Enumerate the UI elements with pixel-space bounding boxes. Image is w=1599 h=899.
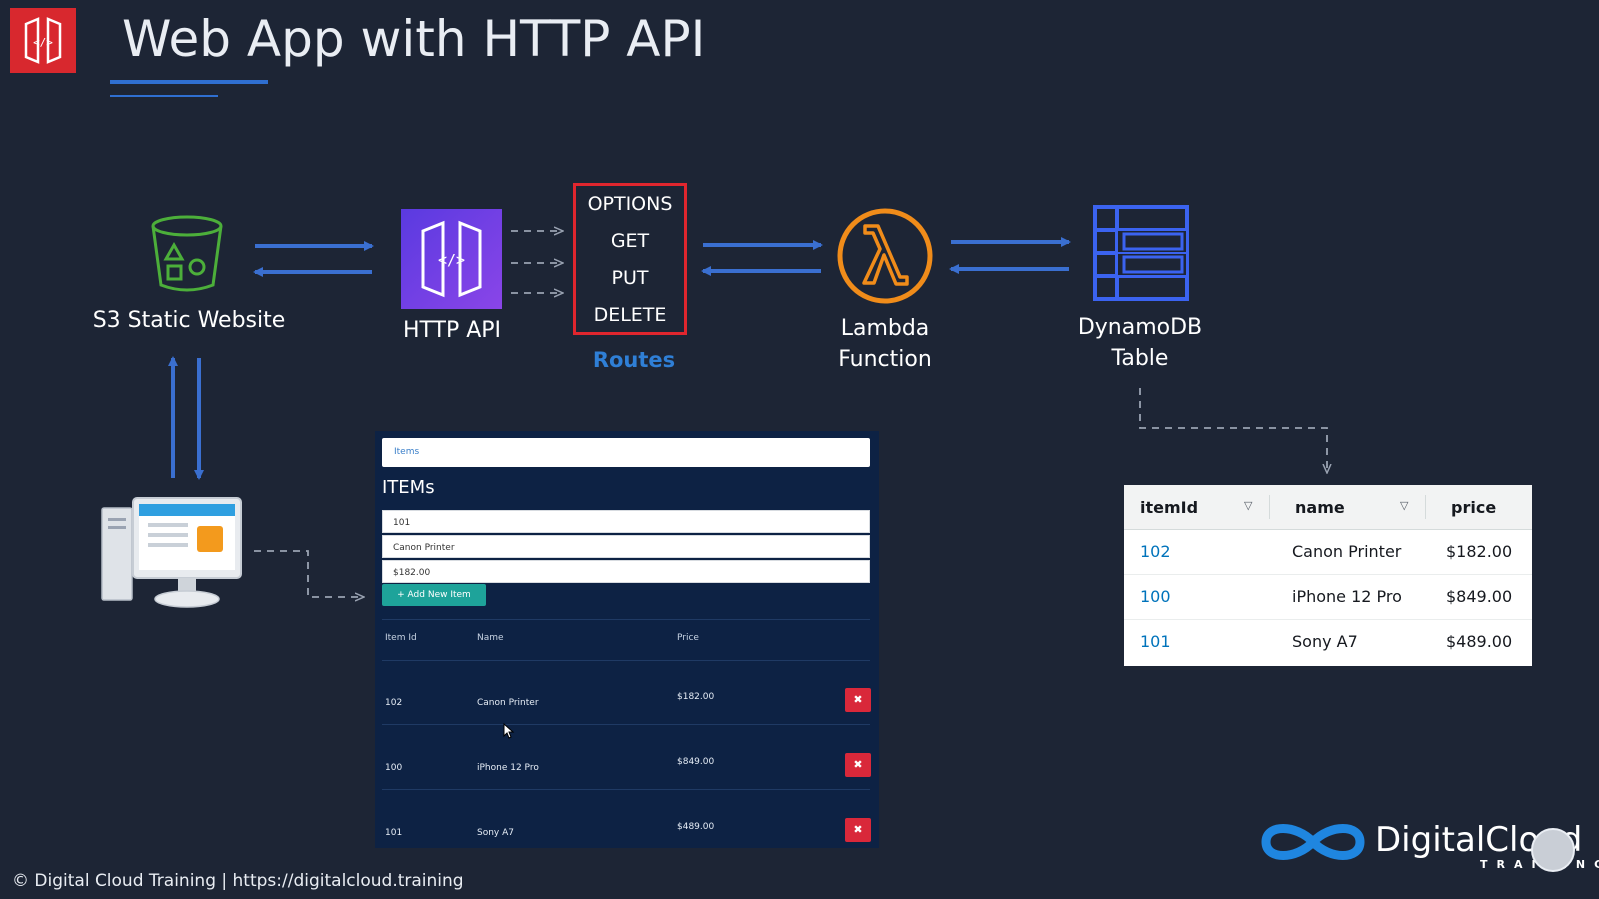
row-item-price: $182.00 xyxy=(677,692,715,702)
ddb-col-itemid[interactable]: itemId xyxy=(1140,498,1199,517)
ddb-name: Canon Printer xyxy=(1292,542,1402,561)
client-computer-icon xyxy=(101,497,242,608)
title-underline-short xyxy=(110,95,218,97)
ddb-row: 102 Canon Printer $182.00 xyxy=(1124,530,1532,575)
http-api-label: HTTP API xyxy=(402,318,502,343)
route-options: OPTIONS xyxy=(587,193,673,215)
api-gateway-icon: </> xyxy=(421,220,482,298)
slide-title: Web App with HTTP API xyxy=(122,10,706,68)
item-id-input[interactable]: 101 xyxy=(382,510,870,533)
row-item-id: 100 xyxy=(385,763,403,773)
delete-item-button[interactable]: ✖ xyxy=(845,818,871,842)
svg-text:</>: </> xyxy=(438,251,465,269)
row-item-name: iPhone 12 Pro xyxy=(477,763,539,773)
column-divider xyxy=(1269,495,1270,519)
col-price: Price xyxy=(677,633,699,643)
footer-copyright: © Digital Cloud Training | https://digit… xyxy=(12,871,464,891)
api-gateway-logo: </> xyxy=(10,8,76,73)
api-gateway-logo-icon: </> xyxy=(24,17,62,64)
routes-box: OPTIONS GET PUT DELETE xyxy=(573,183,687,335)
ddb-row: 101 Sony A7 $489.00 xyxy=(1124,620,1532,664)
svg-text:</>: </> xyxy=(33,36,53,49)
app-separator xyxy=(382,619,870,620)
s3-label: S3 Static Website xyxy=(92,308,286,333)
add-new-item-button[interactable]: + Add New Item xyxy=(382,584,486,606)
dynamodb-table-icon xyxy=(1093,205,1189,301)
ddb-name: Sony A7 xyxy=(1292,632,1358,651)
ddb-col-price[interactable]: price xyxy=(1451,498,1497,517)
row-item-id: 102 xyxy=(385,698,403,708)
ddb-row: 100 iPhone 12 Pro $849.00 xyxy=(1124,575,1532,620)
delete-item-button[interactable]: ✖ xyxy=(845,753,871,777)
app-heading: ITEMs xyxy=(382,477,435,498)
lambda-icon xyxy=(837,208,933,304)
s3-bucket-icon xyxy=(151,215,223,292)
digitalcloud-infinity-logo xyxy=(1261,824,1365,860)
ddb-name: iPhone 12 Pro xyxy=(1292,587,1402,606)
app-separator xyxy=(382,660,870,661)
dynamodb-label-line1: DynamoDB xyxy=(1077,315,1203,340)
row-item-name: Canon Printer xyxy=(477,698,539,708)
title-underline xyxy=(110,80,268,84)
app-nav-brand[interactable]: Items xyxy=(394,447,420,457)
row-item-name: Sony A7 xyxy=(477,828,514,838)
http-api-icon-tile: </> xyxy=(401,209,502,309)
delete-item-button[interactable]: ✖ xyxy=(845,688,871,712)
ddb-itemid-link[interactable]: 101 xyxy=(1140,632,1171,651)
ddb-itemid-link[interactable]: 100 xyxy=(1140,587,1171,606)
row-item-price: $849.00 xyxy=(677,757,715,767)
app-navbar: Items xyxy=(382,438,870,467)
col-name: Name xyxy=(477,633,504,643)
dashed-dynamodb-to-table xyxy=(1139,388,1327,472)
route-delete: DELETE xyxy=(593,304,667,326)
routes-title: Routes xyxy=(592,348,676,372)
web-app-screenshot: Items ITEMs 101 Canon Printer $182.00 + … xyxy=(375,431,879,848)
ddb-col-name[interactable]: name xyxy=(1295,498,1345,517)
presenter-avatar xyxy=(1531,828,1575,872)
app-separator xyxy=(382,789,870,790)
ddb-price: $489.00 xyxy=(1446,632,1513,651)
sort-filter-icon[interactable]: ▽ xyxy=(1244,499,1253,512)
ddb-price: $849.00 xyxy=(1446,587,1513,606)
route-put: PUT xyxy=(611,267,649,289)
lambda-label-line1: Lambda xyxy=(840,316,930,341)
sort-filter-icon[interactable]: ▽ xyxy=(1400,499,1409,512)
ddb-header-row: itemId ▽ name ▽ price xyxy=(1124,485,1532,530)
app-separator xyxy=(382,724,870,725)
item-price-input[interactable]: $182.00 xyxy=(382,560,870,583)
ddb-itemid-link[interactable]: 102 xyxy=(1140,542,1171,561)
dynamodb-items-table: itemId ▽ name ▽ price 102 Canon Printer … xyxy=(1124,485,1532,666)
lambda-label-line2: Function xyxy=(838,347,932,372)
item-name-input[interactable]: Canon Printer xyxy=(382,535,870,558)
dashed-client-to-app xyxy=(254,550,363,597)
col-item-id: Item Id xyxy=(385,633,417,643)
ddb-price: $182.00 xyxy=(1446,542,1513,561)
mouse-cursor-icon xyxy=(503,723,515,739)
row-item-price: $489.00 xyxy=(677,822,715,832)
route-get: GET xyxy=(610,230,650,252)
column-divider xyxy=(1425,495,1426,519)
row-item-id: 101 xyxy=(385,828,403,838)
dynamodb-label-line2: Table xyxy=(1111,346,1169,371)
